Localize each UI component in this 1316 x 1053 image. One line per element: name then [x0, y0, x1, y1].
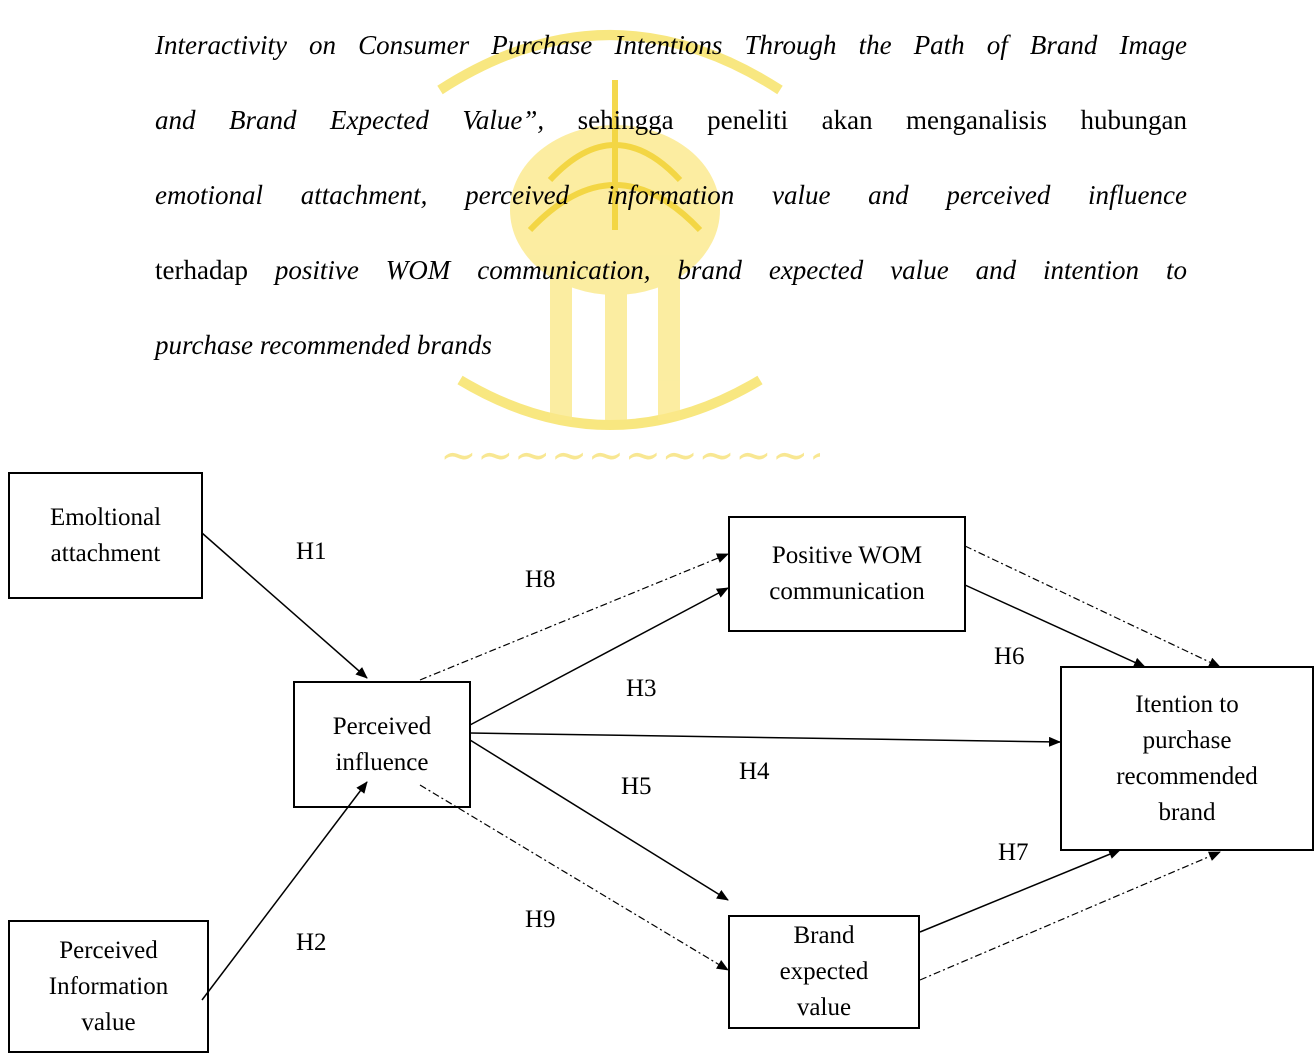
- paragraph-line-5: purchase recommended brands: [155, 330, 492, 360]
- arrow-h5: [469, 739, 729, 901]
- paragraph-line-4: terhadap positive WOM communication, bra…: [155, 255, 1187, 285]
- label-h3: H3: [626, 675, 657, 702]
- label-h5: H5: [621, 773, 652, 800]
- label-h9: H9: [525, 906, 556, 933]
- dashed-arrow-bev-intention: [919, 851, 1221, 981]
- svg-text:~~~~~~~~~~~: ~~~~~~~~~~~: [440, 430, 820, 481]
- label-h1: H1: [296, 538, 327, 565]
- box-brand-expected-value: Brand expected value: [728, 915, 920, 1029]
- paragraph-line-1: Interactivity on Consumer Purchase Inten…: [155, 30, 1187, 60]
- arrow-h1: [201, 532, 368, 679]
- paragraph-line-2: and Brand Expected Value”, sehingga pene…: [155, 105, 1188, 135]
- body-paragraph: Interactivity on Consumer Purchase Inten…: [155, 8, 1187, 383]
- box-perceived-information-value: Perceived Information value: [8, 920, 209, 1053]
- arrow-h6: [964, 584, 1146, 668]
- box-intention-to-purchase: Itention to purchase recommended brand: [1060, 666, 1314, 851]
- arrow-h7: [919, 849, 1121, 933]
- university-logo-watermark: ~~~~~~~~~~~: [437, 30, 820, 481]
- label-h6: H6: [994, 643, 1025, 670]
- dashed-arrow-wom-intention: [964, 545, 1221, 668]
- label-h2: H2: [296, 929, 327, 956]
- arrow-h4: [469, 732, 1061, 747]
- label-h4: H4: [739, 758, 770, 785]
- arrow-h2: [201, 781, 368, 1001]
- dashed-arrow-h9: [419, 784, 729, 971]
- dashed-arrow-h8: [419, 553, 729, 681]
- arrow-h3: [469, 587, 729, 726]
- box-emotional-attachment: Emoltional attachment: [8, 472, 203, 599]
- label-h7: H7: [998, 839, 1029, 866]
- label-h8: H8: [525, 566, 556, 593]
- box-positive-wom-communication: Positive WOM communication: [728, 516, 966, 632]
- box-perceived-influence: Perceived influence: [293, 681, 471, 808]
- paragraph-line-3: emotional attachment, perceived informat…: [155, 180, 1187, 210]
